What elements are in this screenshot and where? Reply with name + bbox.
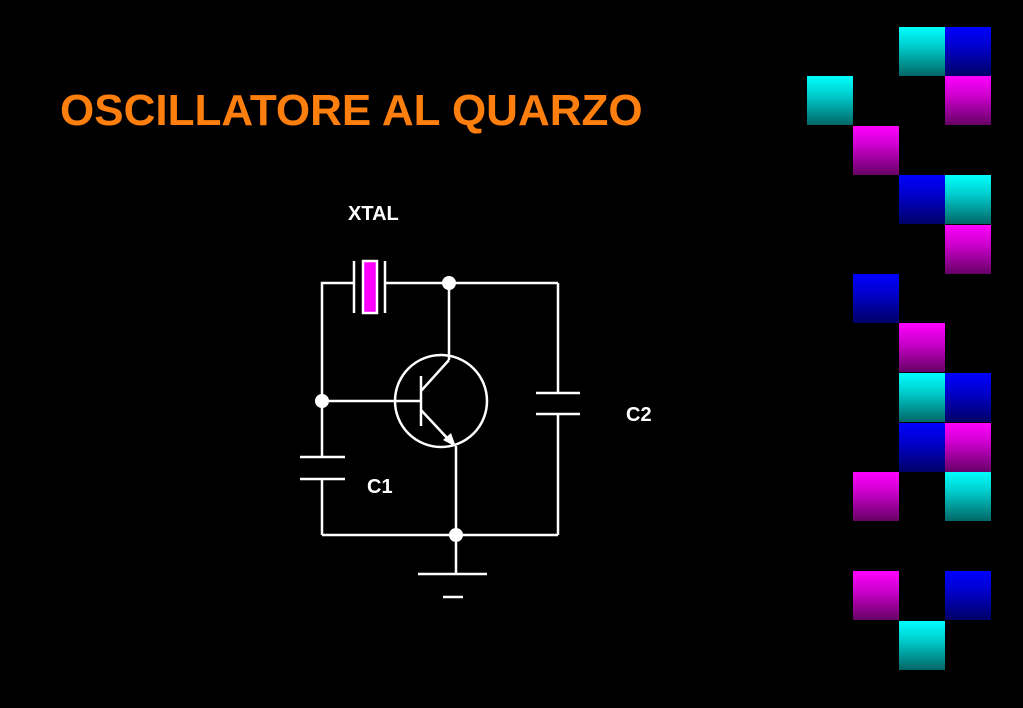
decorative-tile bbox=[853, 274, 899, 323]
junction-dot-base bbox=[315, 394, 329, 408]
transistor-emitter-lead bbox=[420, 409, 450, 441]
crystal-label: XTAL bbox=[348, 203, 399, 225]
decorative-tile bbox=[899, 423, 945, 472]
decorative-tile bbox=[899, 323, 945, 372]
oscillator-circuit-diagram: XTAL C1 C2 bbox=[300, 203, 652, 599]
crystal-element bbox=[361, 259, 379, 315]
transistor-collector-lead bbox=[420, 359, 450, 392]
decorative-tile bbox=[899, 27, 945, 76]
decorative-tile bbox=[945, 571, 991, 620]
junction-dot-ground bbox=[449, 528, 463, 542]
decorative-tile bbox=[945, 225, 991, 274]
decorative-tile bbox=[945, 373, 991, 422]
decorative-tile bbox=[899, 373, 945, 422]
transistor-body bbox=[393, 353, 489, 449]
junction-dot-top bbox=[442, 276, 456, 290]
decorative-tile bbox=[899, 175, 945, 224]
decorative-tile bbox=[945, 423, 991, 472]
decorative-tile bbox=[945, 27, 991, 76]
decorative-tile bbox=[945, 76, 991, 125]
decorative-tile bbox=[945, 472, 991, 521]
decorative-tile bbox=[807, 76, 853, 125]
decorative-tile bbox=[853, 126, 899, 175]
slide-title: OSCILLATORE AL QUARZO bbox=[60, 86, 643, 135]
wire-top-left bbox=[320, 281, 354, 401]
decorative-tile bbox=[853, 571, 899, 620]
c1-label: C1 bbox=[367, 476, 393, 498]
decorative-tile bbox=[945, 175, 991, 224]
decorative-tile bbox=[899, 621, 945, 670]
decorative-tile bbox=[853, 472, 899, 521]
c2-label: C2 bbox=[626, 404, 652, 426]
transistor-emitter-arrow bbox=[443, 433, 456, 447]
